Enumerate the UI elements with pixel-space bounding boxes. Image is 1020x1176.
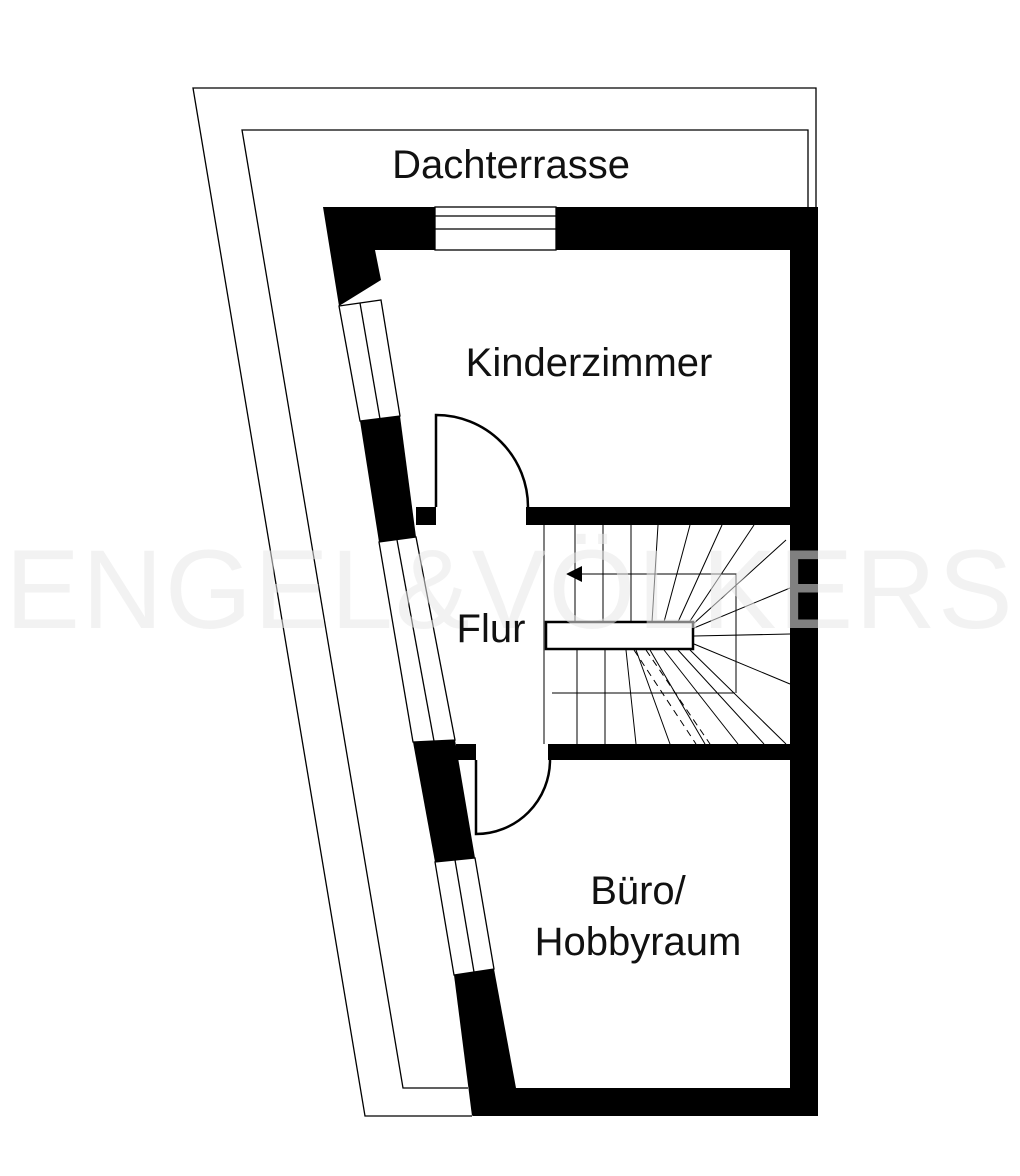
interior-wall-office-stub xyxy=(456,744,476,760)
stair-step xyxy=(689,649,787,745)
window-1 xyxy=(338,299,401,422)
staircase xyxy=(543,524,791,745)
kids-room-door xyxy=(434,413,530,508)
stair-cut-line xyxy=(645,649,711,745)
office-door xyxy=(474,759,552,836)
slanted-windows xyxy=(338,299,495,976)
room-label-office-line2: Hobbyraum xyxy=(535,920,742,964)
interior-wall-kids-stub xyxy=(416,507,436,525)
room-label-terrace: Dachterrasse xyxy=(392,143,630,187)
bottom-wall xyxy=(470,1088,818,1116)
interior-wall-stairs-office xyxy=(548,744,790,760)
walls xyxy=(323,207,818,1116)
window-2-mullion xyxy=(396,539,435,742)
slanted-wall-segment-3 xyxy=(413,740,475,862)
window-2 xyxy=(378,536,456,743)
stair-step xyxy=(649,649,706,745)
stair-step xyxy=(625,649,637,745)
room-label-hallway: Flur xyxy=(457,607,526,651)
stair-cut-line xyxy=(633,649,697,745)
window-1-mullion xyxy=(359,302,381,420)
top-window xyxy=(434,206,557,251)
slanted-wall-segment-2 xyxy=(360,416,416,542)
stair-arrow-icon xyxy=(566,566,582,582)
stair-step xyxy=(635,649,671,745)
slanted-wall-segment-4 xyxy=(454,969,516,1116)
top-wall-left xyxy=(323,207,435,306)
window-3 xyxy=(434,857,495,976)
watermark: ENGEL&VÖLKERS xyxy=(5,527,1015,652)
terrace-outer-outline xyxy=(192,87,817,1117)
roof-terrace xyxy=(192,87,817,1117)
room-label-kids-room: Kinderzimmer xyxy=(466,341,713,385)
terrace-inner-outline xyxy=(241,129,809,1089)
stair-step xyxy=(691,539,787,626)
stair-direction-line xyxy=(575,573,737,693)
stair-step xyxy=(663,649,739,745)
stair-step xyxy=(677,649,765,745)
stair-handrail xyxy=(544,620,695,651)
stair-step xyxy=(693,643,791,685)
window-3-mullion xyxy=(454,859,475,973)
room-label-office-line1: Büro/ xyxy=(590,869,686,913)
top-wall-right xyxy=(556,207,818,250)
stair-step xyxy=(693,633,791,637)
interior-wall-kids-stairs xyxy=(526,507,790,525)
doors xyxy=(434,413,552,836)
stair-step xyxy=(693,587,791,629)
right-wall xyxy=(790,207,818,1116)
